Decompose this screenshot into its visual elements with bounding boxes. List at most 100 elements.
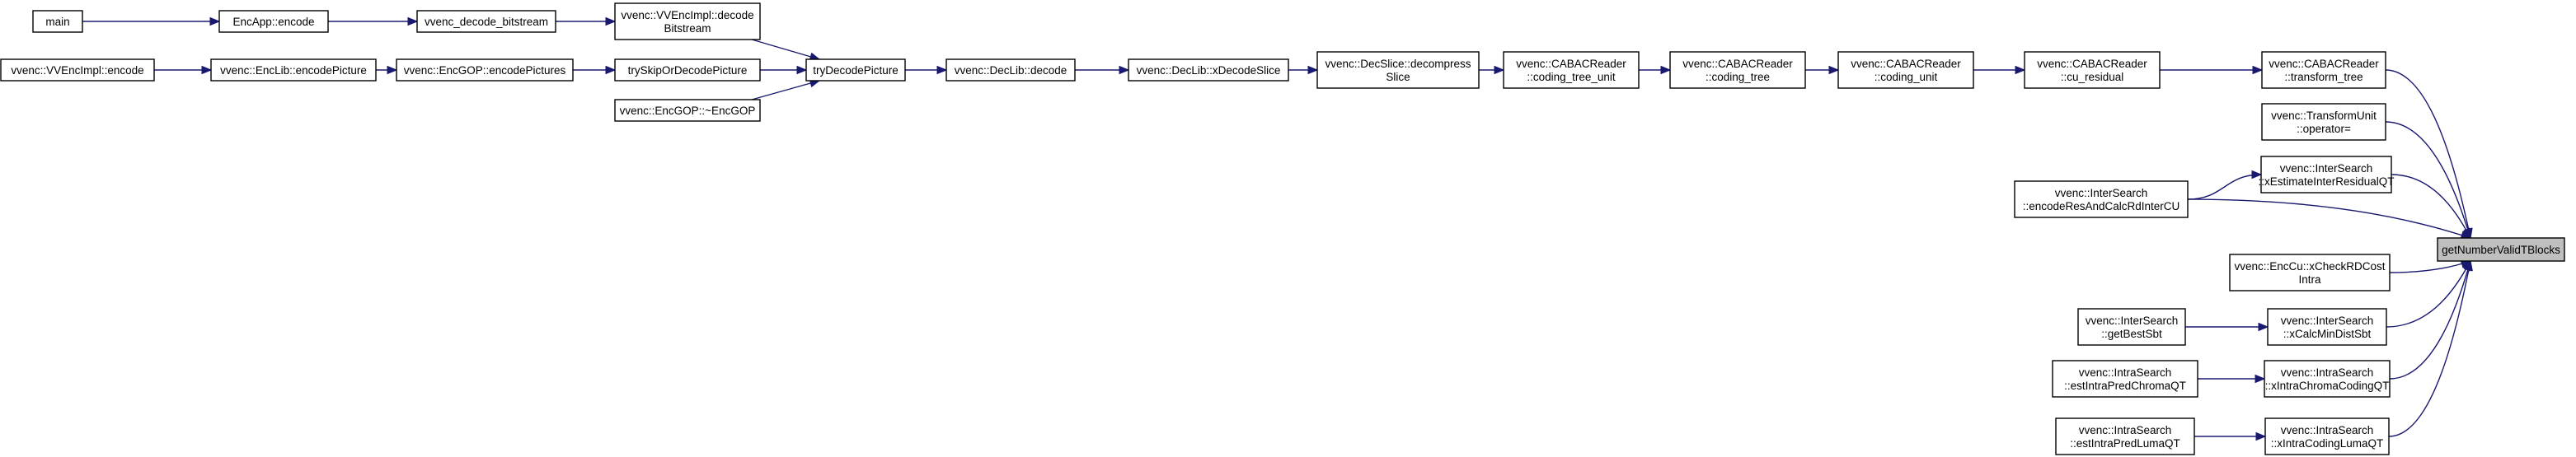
edge-intrasearch-estintrapredlumaqt-to-intrasearch-xintracodinglumaqt <box>2194 431 2267 441</box>
node-box <box>2267 308 2387 346</box>
edge-cabac-transform-tree-to-getnumbervalidtblocks <box>2385 69 2473 240</box>
edge-intersearch-getbestsbt-to-intersearch-xcalcmindistsbt <box>2185 322 2269 332</box>
node-box <box>2264 360 2391 398</box>
node-cabac-coding-unit[interactable]: vvenc::CABACReader::coding_unit <box>1837 51 1974 89</box>
node-encgop-encodepictures[interactable]: vvenc::EncGOP::encodePictures <box>396 58 574 82</box>
node-label-line: ::coding_tree_unit <box>1527 71 1616 83</box>
arrowhead-icon <box>936 65 948 75</box>
node-box <box>32 10 83 33</box>
node-label-line: vvenc::InterSearch <box>2281 315 2374 327</box>
edge-line <box>2389 260 2471 273</box>
node-label-line: vvenc::CABACReader <box>1682 58 1793 70</box>
arrowhead-icon <box>605 65 617 75</box>
node-box <box>2055 417 2195 455</box>
node-label-line: vvenc::EncCu::xCheckRDCost <box>2234 260 2385 273</box>
edge-transformunit-operator-to-getnumbervalidtblocks <box>2385 121 2472 240</box>
edge-encapp-encode-to-vvenc-decode-bitstream <box>328 16 419 26</box>
node-box <box>416 10 556 33</box>
node-getnumbervalidtblocks[interactable]: getNumberValidTBlocks <box>2437 237 2565 262</box>
node-tryskipordecodepicture[interactable]: trySkipOrDecodePicture <box>614 58 761 82</box>
node-main[interactable]: main <box>32 10 83 33</box>
node-trydecodepicture[interactable]: tryDecodePicture <box>805 58 906 82</box>
node-box <box>2014 180 2189 218</box>
node-box <box>805 58 906 82</box>
node-declib-decode[interactable]: vvenc::DecLib::decode <box>945 58 1076 82</box>
arrowhead-icon <box>1828 65 1840 75</box>
arrowhead-icon <box>2258 322 2269 332</box>
node-box <box>1837 51 1974 89</box>
node-declib-xdecodeslice[interactable]: vvenc::DecLib::xDecodeSlice <box>1128 58 1289 82</box>
node-label-line: vvenc::DecLib::xDecodeSlice <box>1137 64 1281 77</box>
node-intersearch-getbestsbt[interactable]: vvenc::InterSearch::getBestSbt <box>2077 308 2186 346</box>
edge-line <box>751 39 820 60</box>
node-encapp-encode[interactable]: EncApp::encode <box>218 10 329 33</box>
node-box <box>2024 51 2161 89</box>
edge-main-to-encapp-encode <box>82 16 221 26</box>
node-intersearch-xcalcmindistsbt[interactable]: vvenc::InterSearch::xCalcMinDistSbt <box>2267 308 2387 346</box>
node-vvencimpl-encode[interactable]: vvenc::VVEncImpl::encode <box>0 58 155 82</box>
edge-line <box>2385 69 2471 239</box>
node-label-line: Bitstream <box>664 22 711 35</box>
node-transformunit-operator[interactable]: vvenc::TransformUnit::operator= <box>2261 103 2386 141</box>
node-cabac-coding-tree-unit[interactable]: vvenc::CABACReader::coding_tree_unit <box>1503 51 1640 89</box>
node-label-line: vvenc::CABACReader <box>2269 58 2379 70</box>
node-label-line: vvenc::EncGOP::encodePictures <box>404 64 566 77</box>
node-box <box>396 58 574 82</box>
arrowhead-icon <box>1307 65 1319 75</box>
node-label-line: Intra <box>2298 273 2321 286</box>
node-label-line: vvenc::TransformUnit <box>2271 110 2377 122</box>
arrowhead-icon <box>2464 259 2473 272</box>
node-intrasearch-xintracodinglumaqt[interactable]: vvenc::IntraSearch::xIntraCodingLumaQT <box>2264 417 2390 455</box>
edge-intrasearch-estintrapredchromaqt-to-intrasearch-xintrachromacodingqt <box>2198 374 2266 384</box>
node-box <box>2437 237 2565 262</box>
node-label-line: vvenc::IntraSearch <box>2281 366 2374 379</box>
edge-line <box>2391 174 2471 239</box>
node-label-line: ::coding_tree <box>1706 71 1770 83</box>
edge-enclib-encodepicture-to-encgop-encodepictures <box>376 65 398 75</box>
arrowhead-icon <box>2251 170 2263 180</box>
node-cabac-coding-tree[interactable]: vvenc::CABACReader::coding_tree <box>1669 51 1806 89</box>
node-box <box>2261 51 2386 89</box>
edge-encgop-destructor-to-trydecodepicture <box>751 79 821 100</box>
node-label-line: vvenc::EncGOP::~EncGOP <box>620 105 756 117</box>
arrowhead-icon <box>2015 65 2026 75</box>
node-encgop-destructor[interactable]: vvenc::EncGOP::~EncGOP <box>614 99 761 122</box>
node-cabac-cu-residual[interactable]: vvenc::CABACReader::cu_residual <box>2024 51 2161 89</box>
node-label-line: ::xEstimateInterResidualQT <box>2258 175 2394 188</box>
arrowhead-icon <box>1660 65 1672 75</box>
node-intersearch-xestimateinterresidualqt[interactable]: vvenc::InterSearch::xEstimateInterResidu… <box>2258 156 2395 194</box>
node-label-line: vvenc::EncLib::encodePicture <box>220 64 367 77</box>
node-box <box>1669 51 1806 89</box>
edge-line <box>2385 121 2471 239</box>
edge-cabac-coding-unit-to-cabac-cu-residual <box>1973 65 2026 75</box>
node-label-line: Slice <box>1386 71 1410 83</box>
edge-encgop-encodepictures-to-tryskipordecodepicture <box>573 65 617 75</box>
edge-vvencimpl-encode-to-enclib-encodepicture <box>154 65 213 75</box>
edge-intersearch-encoderesandcalcrdintercu-to-getnumbervalidtblocks <box>2187 198 2472 240</box>
node-intrasearch-xintrachromacodingqt[interactable]: vvenc::IntraSearch::xIntraChromaCodingQT <box>2264 360 2391 398</box>
arrowhead-icon <box>2255 374 2266 384</box>
node-cabac-transform-tree[interactable]: vvenc::CABACReader::transform_tree <box>2261 51 2386 89</box>
node-label-line: vvenc::DecLib::decode <box>955 64 1067 77</box>
edge-line <box>2389 260 2471 380</box>
node-enclib-encodepicture[interactable]: vvenc::EncLib::encodePicture <box>210 58 377 82</box>
node-label-line: vvenc::IntraSearch <box>2079 424 2172 436</box>
node-label-line: ::transform_tree <box>2284 71 2363 83</box>
edge-trydecodepicture-to-declib-decode <box>905 65 948 75</box>
node-label-line: vvenc::IntraSearch <box>2281 424 2374 436</box>
node-box <box>2264 417 2390 455</box>
arrowhead-icon <box>201 65 213 75</box>
node-vvenc-decode-bitstream[interactable]: vvenc_decode_bitstream <box>416 10 556 33</box>
node-label-line: vvenc::VVEncImpl::decode <box>621 9 753 21</box>
node-intrasearch-estintrapredchromaqt[interactable]: vvenc::IntraSearch::estIntraPredChromaQT <box>2052 360 2198 398</box>
node-box <box>0 58 155 82</box>
node-intersearch-encoderesandcalcrdintercu[interactable]: vvenc::InterSearch::encodeResAndCalcRdIn… <box>2014 180 2189 218</box>
node-intrasearch-estintrapredlumaqt[interactable]: vvenc::IntraSearch::estIntraPredLumaQT <box>2055 417 2195 455</box>
edge-line <box>2388 260 2471 437</box>
node-box <box>945 58 1076 82</box>
